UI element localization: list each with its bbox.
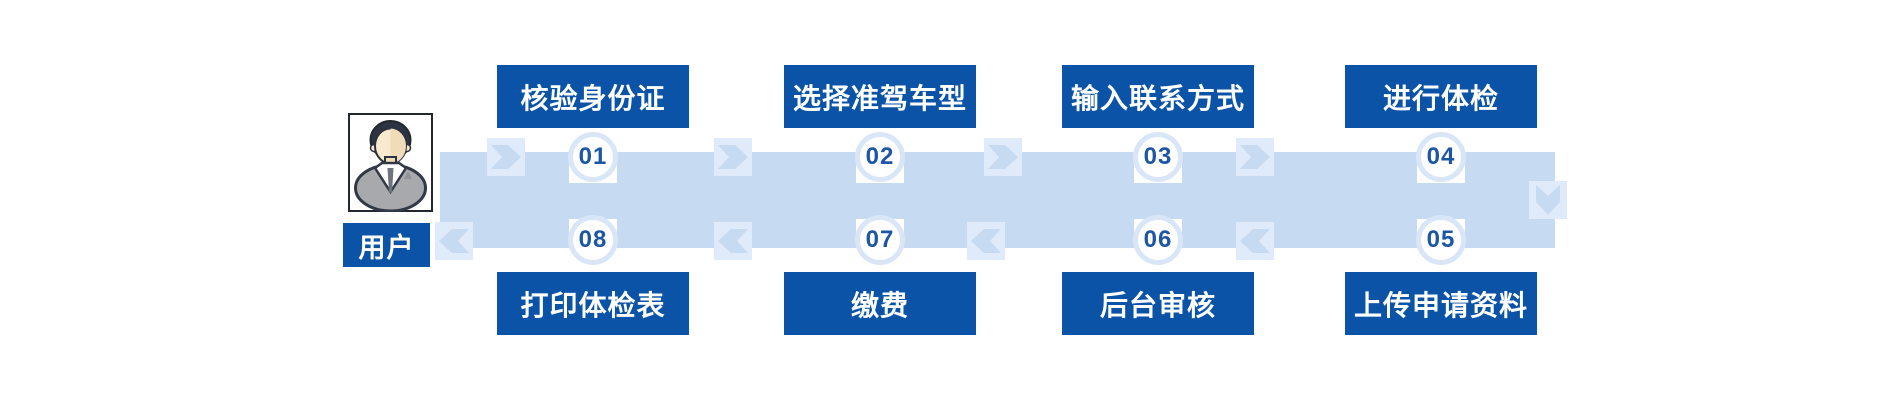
chevron-left-icon bbox=[1236, 222, 1274, 260]
step-number-circle-07: 07 bbox=[855, 215, 905, 265]
chevron-left-icon bbox=[435, 222, 473, 260]
step-box-06: 后台审核 bbox=[1062, 272, 1254, 335]
step-number-circle-03: 03 bbox=[1133, 132, 1183, 182]
step-box-03: 输入联系方式 bbox=[1062, 65, 1254, 128]
chevron-left-icon bbox=[714, 222, 752, 260]
step-number: 04 bbox=[1426, 143, 1456, 170]
step-label: 输入联系方式 bbox=[1070, 82, 1245, 114]
step-number: 05 bbox=[1426, 226, 1456, 253]
step-number: 07 bbox=[865, 226, 895, 253]
user-avatar-icon bbox=[348, 113, 433, 212]
step-number: 03 bbox=[1143, 143, 1173, 170]
step-label: 选择准驾车型 bbox=[792, 82, 967, 114]
step-number-circle-08: 08 bbox=[568, 215, 618, 265]
step-number: 01 bbox=[578, 143, 608, 170]
step-number-circle-02: 02 bbox=[855, 132, 905, 182]
user-avatar bbox=[348, 113, 433, 212]
step-box-05: 上传申请资料 bbox=[1345, 272, 1537, 335]
step-label: 缴费 bbox=[850, 289, 909, 321]
step-label: 核验身份证 bbox=[520, 82, 666, 114]
chevron-left-icon bbox=[967, 222, 1005, 260]
step-label: 打印体检表 bbox=[520, 289, 666, 321]
step-box-02: 选择准驾车型 bbox=[784, 65, 976, 128]
step-box-01: 核验身份证 bbox=[497, 65, 689, 128]
chevron-down-icon bbox=[1529, 181, 1567, 219]
step-number: 02 bbox=[865, 143, 895, 170]
chevron-right-icon bbox=[1236, 138, 1274, 176]
chevron-right-icon bbox=[487, 138, 525, 176]
step-number-circle-06: 06 bbox=[1133, 215, 1183, 265]
step-number-circle-04: 04 bbox=[1416, 132, 1466, 182]
step-label: 上传申请资料 bbox=[1353, 289, 1528, 321]
step-box-07: 缴费 bbox=[784, 272, 976, 335]
chevron-right-icon bbox=[984, 138, 1022, 176]
step-number: 08 bbox=[578, 226, 608, 253]
step-label: 进行体检 bbox=[1382, 82, 1499, 114]
step-number-circle-05: 05 bbox=[1416, 215, 1466, 265]
step-box-04: 进行体检 bbox=[1345, 65, 1537, 128]
actor-label-text: 用户 bbox=[358, 232, 415, 263]
step-box-08: 打印体检表 bbox=[497, 272, 689, 335]
actor-label: 用户 bbox=[343, 223, 430, 267]
chevron-right-icon bbox=[714, 138, 752, 176]
step-number-circle-01: 01 bbox=[568, 132, 618, 182]
step-number: 06 bbox=[1143, 226, 1173, 253]
step-label: 后台审核 bbox=[1099, 289, 1216, 321]
